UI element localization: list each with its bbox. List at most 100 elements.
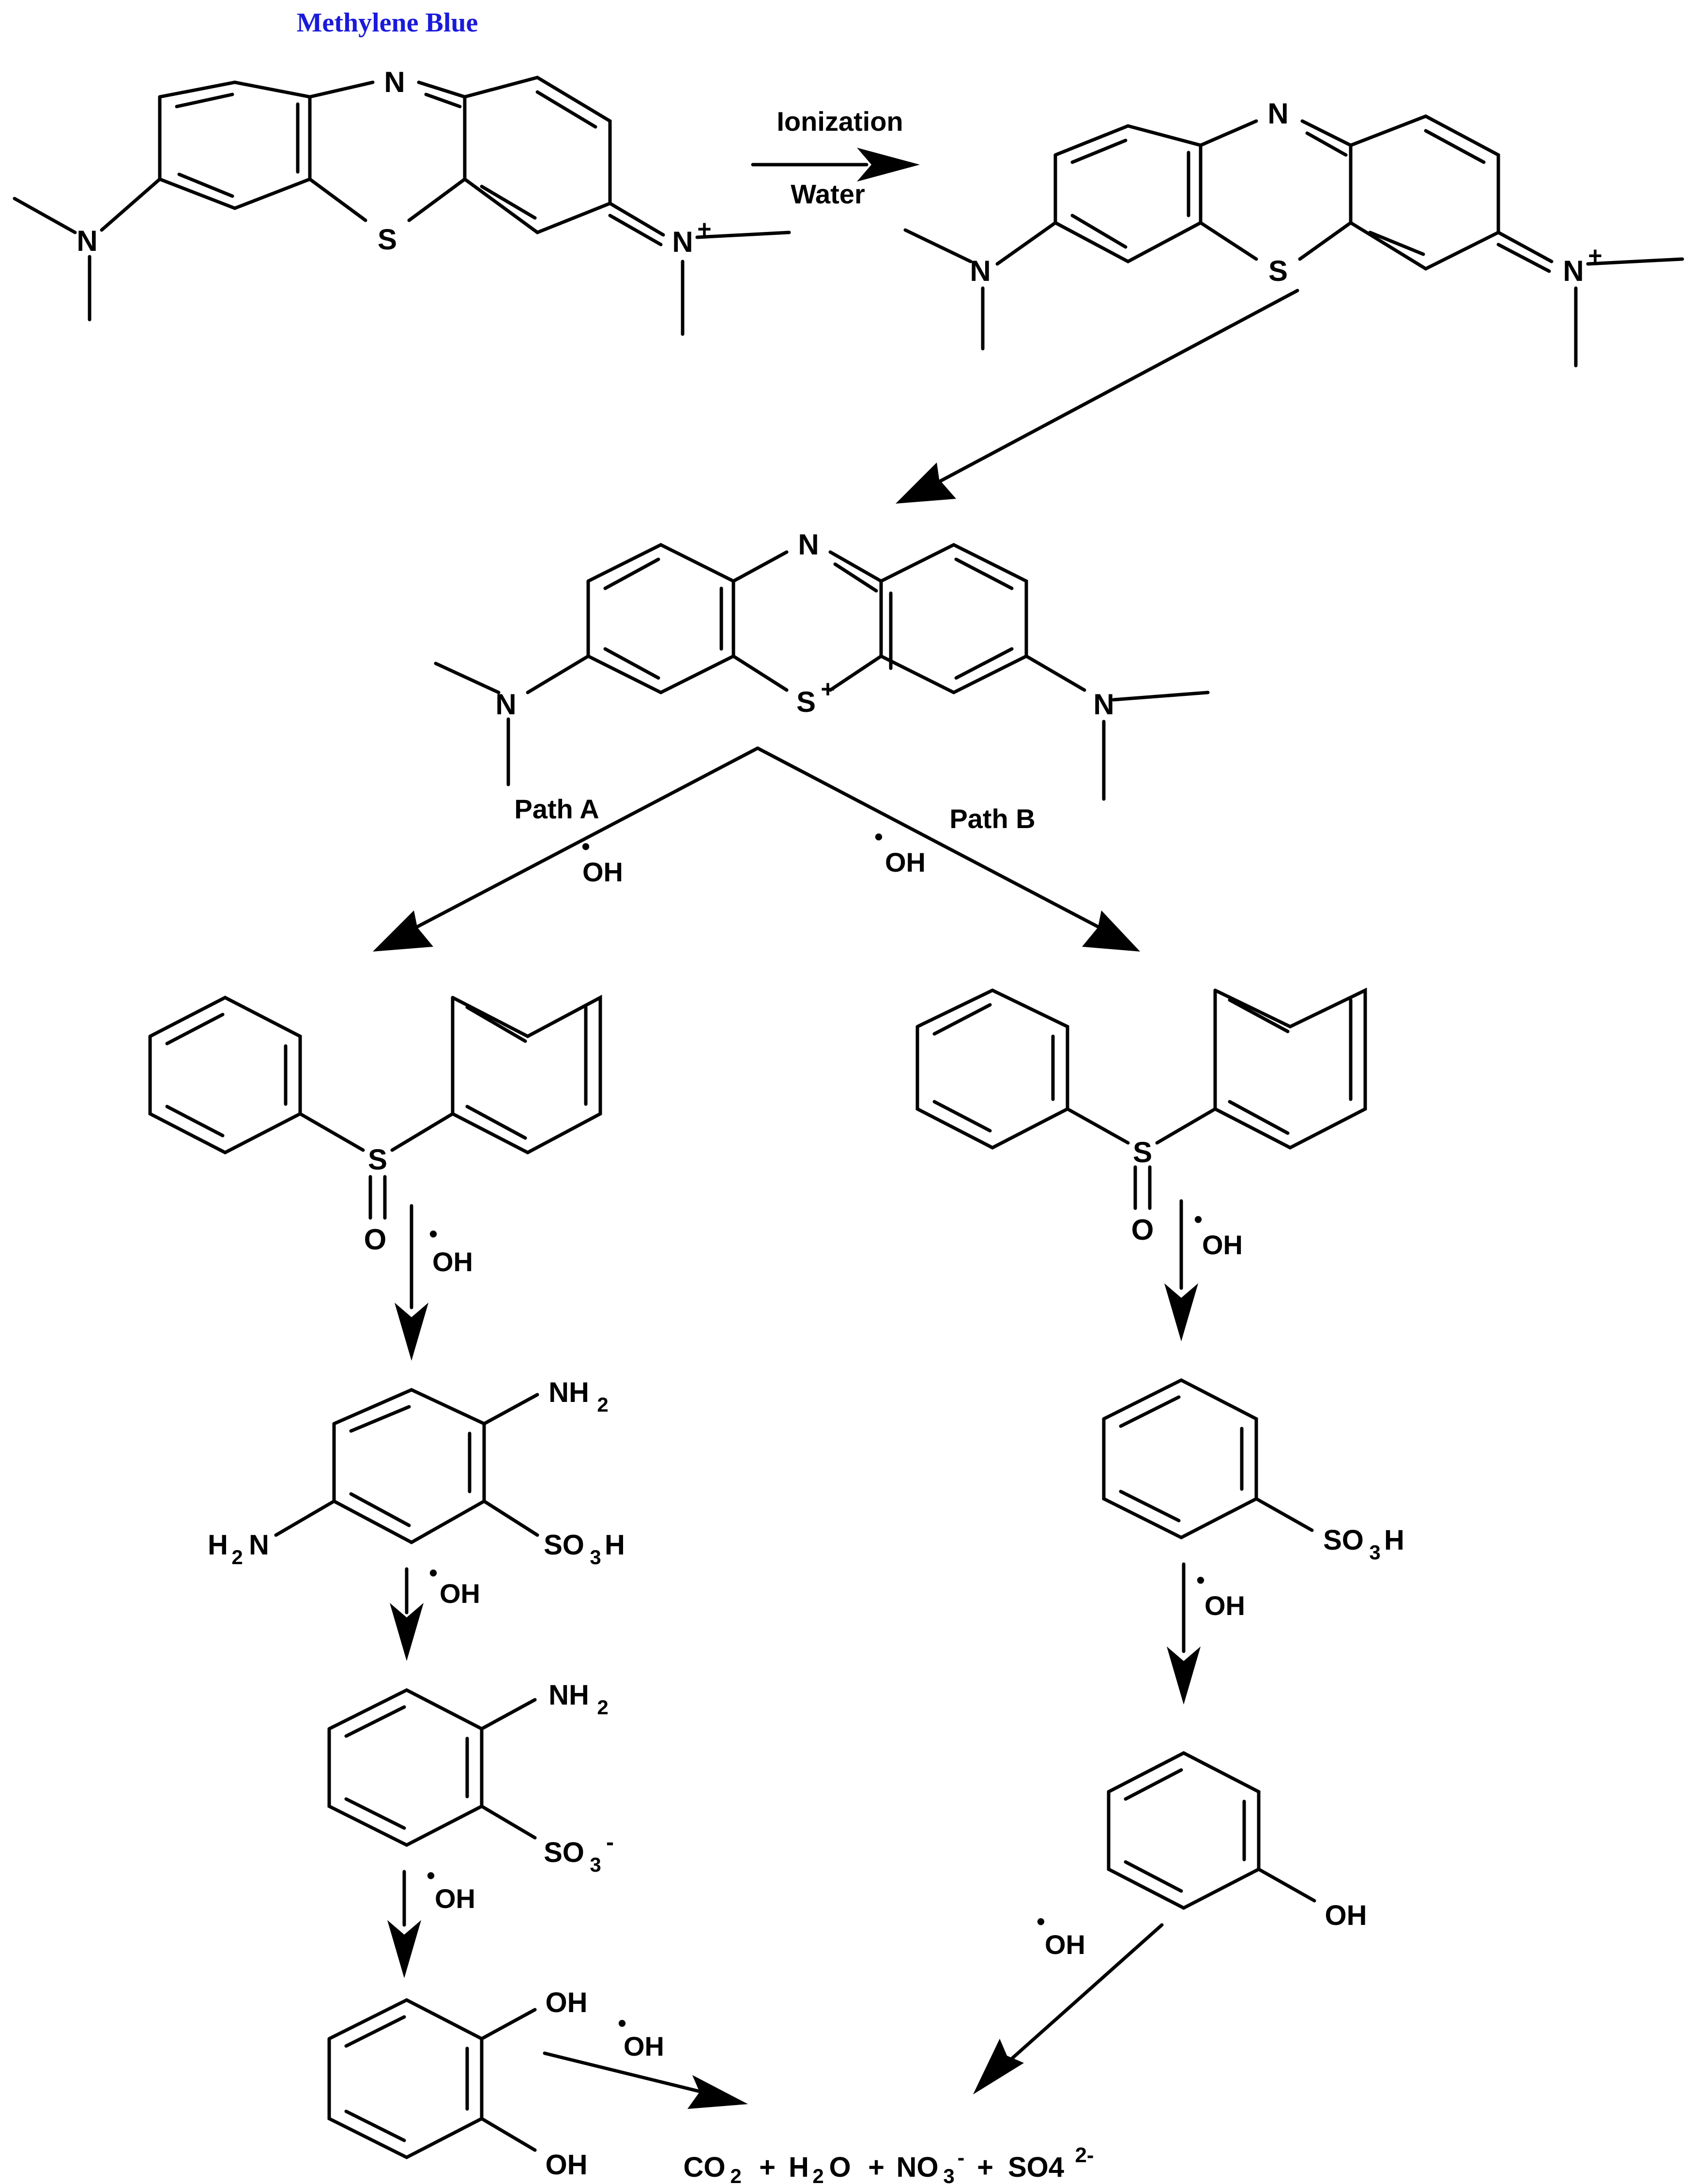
pb-step1-dot: • bbox=[1194, 1206, 1203, 1233]
pa-step1-arrowhead bbox=[395, 1303, 428, 1361]
mb-n-left: N bbox=[76, 225, 97, 257]
path-b-benzenesulfonic-acid: SO 3 H bbox=[1102, 1378, 1404, 1564]
pb-step2-oh: OH bbox=[1204, 1590, 1245, 1621]
diagonal-arrowhead bbox=[896, 462, 956, 504]
pa-step2-dot: • bbox=[429, 1559, 438, 1586]
pa-final-oh: OH bbox=[624, 2031, 664, 2061]
pa-final-dot: • bbox=[618, 2010, 626, 2037]
catechol-oh-bottom: OH bbox=[546, 2149, 588, 2181]
final-products: CO 2 2 + H 2 O + NO 3 - + SO4 2- bbox=[684, 2143, 1094, 2184]
product-co2-sub: 2 bbox=[730, 2165, 741, 2184]
ionization-step: Ionization Water bbox=[751, 106, 920, 209]
pb-final-arrowhead bbox=[973, 2039, 1024, 2094]
water-label: Water bbox=[791, 179, 865, 209]
path-a-step-2: • OH bbox=[390, 1559, 480, 1661]
path-a-diamino-sulfonic-acid: NH 2 H 2 N SO 3 H bbox=[208, 1377, 625, 1569]
sulfonium-cation-molecule: N N S + N bbox=[434, 528, 1210, 801]
ion-n-plus: N bbox=[1563, 255, 1584, 287]
pb-final-oh: OH bbox=[1045, 1929, 1085, 1960]
pa-step3-arrowhead bbox=[387, 1920, 421, 1978]
pa-nh2-n: NH bbox=[549, 1377, 589, 1408]
path-a-oh: OH bbox=[582, 857, 623, 887]
cat-s-plus-charge: + bbox=[821, 676, 835, 703]
mb-n-bridge: N bbox=[384, 66, 405, 98]
path-a-label: Path A bbox=[514, 794, 599, 824]
product-h: H bbox=[789, 2152, 809, 2183]
pa-sulfoxide-o: O bbox=[364, 1223, 387, 1256]
mb-n-plus: N bbox=[672, 226, 693, 258]
pa-final-arrowhead bbox=[687, 2075, 748, 2109]
pa-step1-oh: OH bbox=[432, 1246, 473, 1277]
ion-n-bridge: N bbox=[1267, 97, 1288, 130]
product-o: O bbox=[829, 2152, 851, 2183]
pa-h2n-n: N bbox=[249, 1529, 269, 1561]
product-no3-sub: 3 bbox=[943, 2165, 954, 2184]
path-a-step-1: • OH bbox=[395, 1204, 473, 1361]
pa-nh2-sub: 2 bbox=[597, 1393, 608, 1416]
methylene-blue-molecule: N N S N + bbox=[13, 66, 791, 336]
product-plus-2: + bbox=[868, 2152, 884, 2183]
path-a-oh-dot: • bbox=[581, 833, 590, 860]
pa2-so3-so: SO bbox=[544, 1837, 584, 1868]
pa-step2-oh: OH bbox=[440, 1578, 480, 1609]
pb-step1-oh: OH bbox=[1202, 1230, 1243, 1260]
product-so4: SO4 bbox=[1008, 2152, 1064, 2183]
pa-h2n-h: H bbox=[208, 1529, 228, 1561]
path-b-arrowhead bbox=[1082, 910, 1140, 952]
product-h2o-sub: 2 bbox=[812, 2165, 823, 2184]
product-plus-1: + bbox=[759, 2152, 776, 2183]
pb-so3h-so: SO bbox=[1323, 1524, 1364, 1556]
path-a-aminobenzenesulfonate: NH 2 SO 3 - bbox=[327, 1679, 614, 1876]
pa-so3h-so: SO bbox=[544, 1529, 584, 1561]
branch-arrows: Path A Path B • OH • OH bbox=[373, 746, 1140, 952]
ion-plus-charge: + bbox=[1588, 242, 1602, 269]
path-b-oh: OH bbox=[885, 847, 926, 877]
ion-n-left: N bbox=[970, 255, 991, 287]
path-b-oh-dot: • bbox=[874, 823, 883, 850]
diagram-title: Methylene Blue bbox=[297, 8, 478, 38]
mb-plus-charge: + bbox=[697, 215, 711, 243]
path-b-step-2: • OH bbox=[1167, 1562, 1245, 1705]
catechol-oh-top: OH bbox=[546, 1987, 588, 2018]
product-so4-charge: 2- bbox=[1075, 2143, 1094, 2167]
ion-s-bridge: S bbox=[1268, 255, 1288, 287]
pa-sulfoxide-s: S bbox=[368, 1143, 387, 1176]
pb-so3h-h: H bbox=[1384, 1524, 1404, 1556]
pb-step2-arrowhead bbox=[1167, 1646, 1201, 1705]
pa-step3-oh: OH bbox=[435, 1883, 475, 1914]
ionization-arrowhead bbox=[857, 148, 920, 182]
path-a-arrowhead bbox=[373, 910, 433, 952]
product-no: NO bbox=[897, 2152, 939, 2183]
pa-so3h-h: H bbox=[605, 1529, 625, 1561]
pa2-so3-sub: 3 bbox=[590, 1853, 601, 1876]
pa-step1-dot: • bbox=[429, 1220, 438, 1247]
path-b-final-step: • OH bbox=[973, 1908, 1164, 2094]
cat-n-right: N bbox=[1093, 688, 1114, 721]
product-no3-charge: - bbox=[958, 2146, 965, 2169]
path-b-label: Path B bbox=[949, 803, 1035, 834]
mb-s-bridge: S bbox=[378, 223, 397, 256]
pa-so3h-sub: 3 bbox=[590, 1546, 601, 1569]
path-a-step-3: • OH bbox=[387, 1862, 475, 1978]
ionized-molecule: N N S N + bbox=[903, 97, 1684, 368]
cat-n-bridge: N bbox=[798, 528, 819, 561]
product-plus-3: + bbox=[977, 2152, 993, 2183]
path-b-sulfoxide: S O bbox=[915, 987, 1367, 1246]
path-b-step-1: • OH bbox=[1164, 1199, 1243, 1341]
pa-step3-dot: • bbox=[427, 1862, 435, 1889]
pa2-nh2-sub: 2 bbox=[597, 1696, 608, 1719]
path-b-phenol: OH bbox=[1107, 1751, 1367, 1931]
ionization-label: Ionization bbox=[777, 106, 903, 137]
path-a-final-step: • OH bbox=[543, 2010, 748, 2109]
pa2-so3-charge: - bbox=[606, 1830, 614, 1855]
cat-n-left: N bbox=[495, 688, 516, 721]
pa2-nh2-n: NH bbox=[549, 1679, 589, 1711]
path-a-sulfoxide: S O bbox=[148, 995, 602, 1256]
cat-s-plus: S bbox=[796, 686, 816, 718]
pa-h2n-sub: 2 bbox=[231, 1546, 243, 1569]
phenol-oh: OH bbox=[1325, 1900, 1367, 1931]
pb-so3h-sub: 3 bbox=[1369, 1541, 1380, 1564]
pb-sulfoxide-s: S bbox=[1133, 1136, 1152, 1169]
pb-sulfoxide-o: O bbox=[1131, 1214, 1154, 1246]
